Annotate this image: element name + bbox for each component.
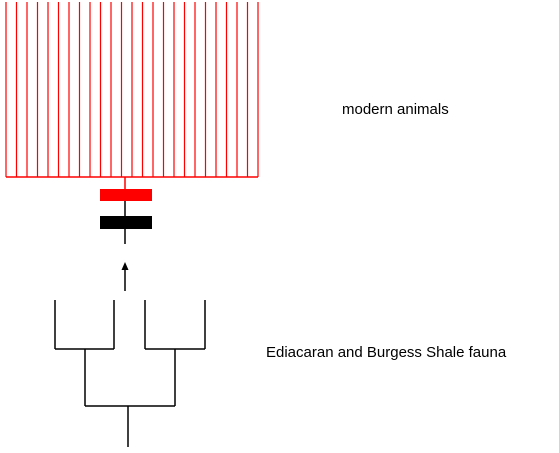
- red-bar-marker: [100, 189, 152, 201]
- evolution-arrow: [121, 262, 129, 291]
- modern-animals-comb: [5, 2, 259, 178]
- ancient-fauna-label: Ediacaran and Burgess Shale fauna: [266, 344, 507, 361]
- ancient-fauna-tree: [54, 300, 206, 447]
- stem-group: [100, 177, 152, 244]
- black-bar-marker: [100, 216, 152, 229]
- modern-animals-label: modern animals: [342, 101, 449, 118]
